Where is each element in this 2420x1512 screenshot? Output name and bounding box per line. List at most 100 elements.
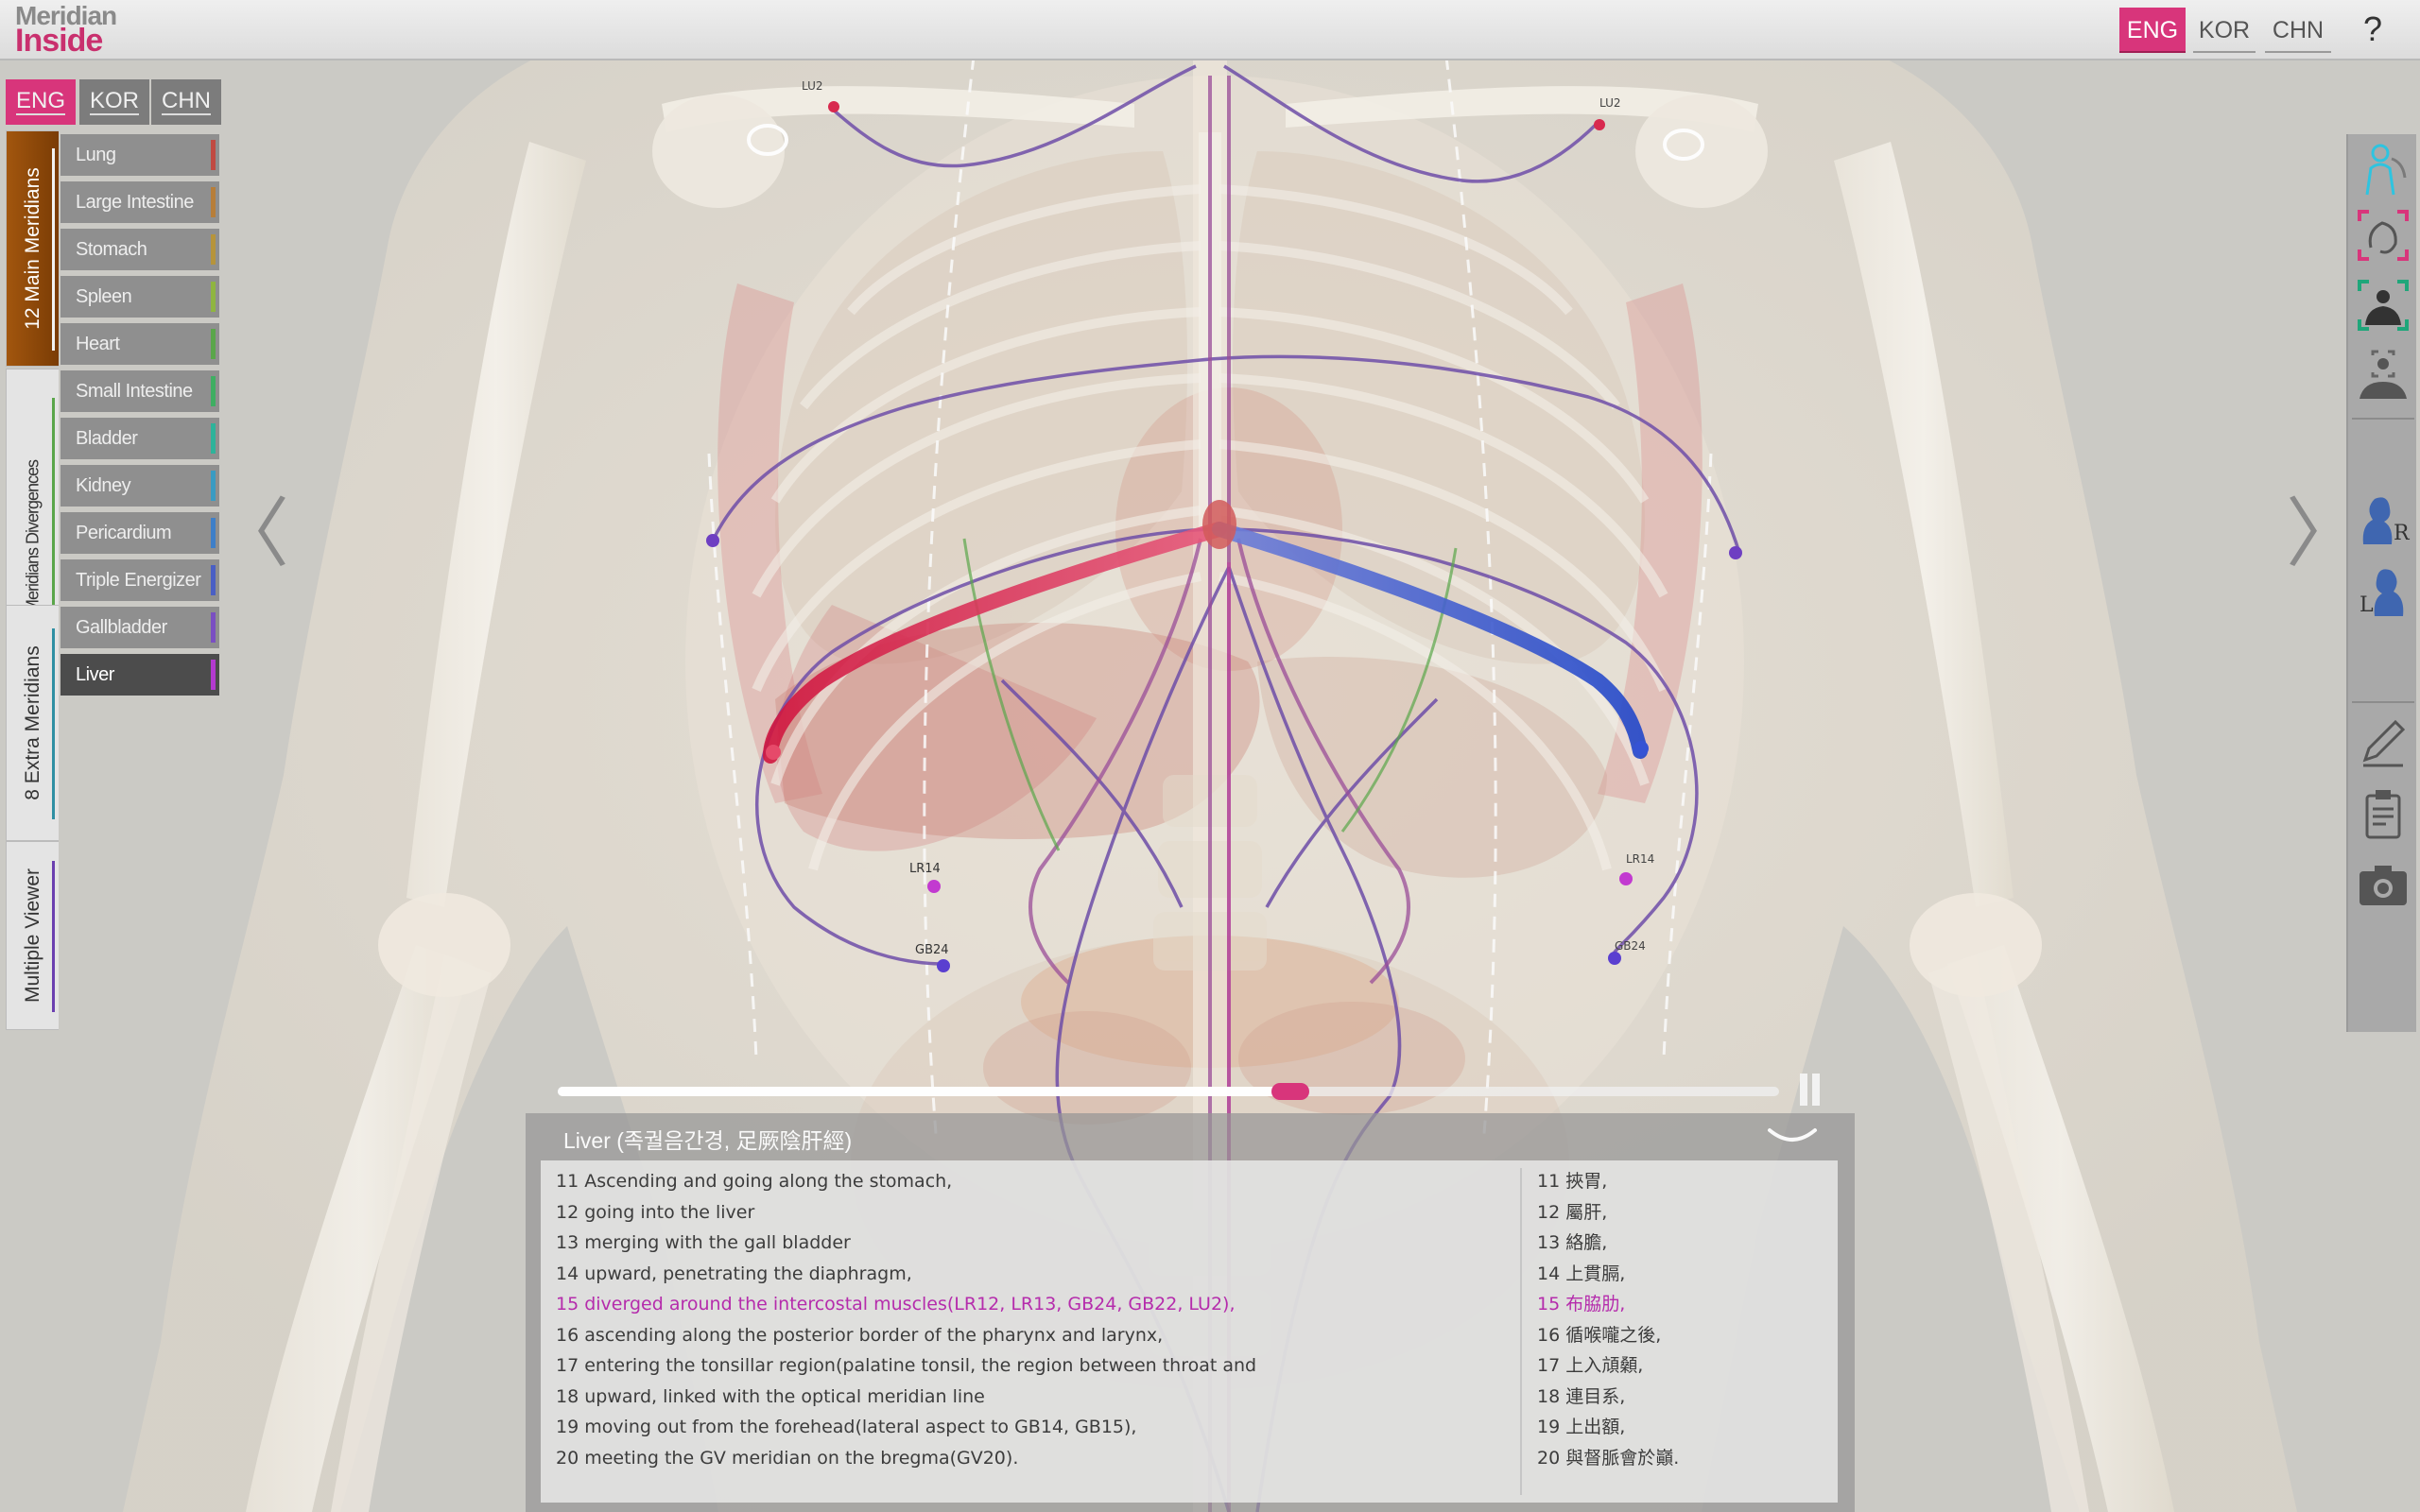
meridian-item-small-intestine[interactable]: Small Intestine	[60, 370, 219, 412]
meridian-item-pericardium[interactable]: Pericardium	[60, 512, 219, 554]
prev-view-chevron[interactable]: 〈	[214, 490, 289, 577]
right-elbow	[1910, 893, 2042, 997]
meridian-item-kidney[interactable]: Kidney	[60, 465, 219, 507]
timeline-progress	[558, 1087, 1291, 1096]
description-line-current: 15 diverged around the intercostal muscl…	[556, 1294, 1236, 1314]
description-line: 19 上出額,	[1537, 1417, 1626, 1437]
left-humerus	[406, 142, 586, 907]
meridian-item-triple-energizer[interactable]: Triple Energizer	[60, 559, 219, 601]
description-line-current: 15 布脇肋,	[1537, 1294, 1626, 1314]
top-lang-eng[interactable]: ENG	[2119, 8, 2186, 53]
meridian-color-swatch	[211, 471, 216, 501]
description-divider	[1520, 1168, 1522, 1495]
logo-line-2: Inside	[15, 23, 103, 59]
left-shoulder-joint	[652, 94, 785, 208]
meridian-color-swatch	[211, 660, 216, 690]
pencil-icon[interactable]	[2354, 713, 2412, 771]
meridian-color-swatch	[211, 234, 216, 265]
liver-channel-left-side	[1212, 522, 1648, 759]
description-line: 14 上貫膈,	[1537, 1263, 1626, 1284]
liver-channel-right-side	[763, 522, 1227, 764]
description-line: 18 連目系,	[1537, 1385, 1626, 1407]
point-label-lu2-right: LU2	[1599, 96, 1621, 110]
meridian-color-swatch	[211, 612, 216, 643]
description-line: 20 meeting the GV meridian on the bregma…	[556, 1447, 1019, 1469]
meridian-item-liver[interactable]: Liver	[60, 654, 219, 696]
meridian-item-heart[interactable]: Heart	[60, 323, 219, 365]
fullbody-focus-icon[interactable]	[2354, 348, 2412, 406]
toolbar-divider	[2352, 701, 2414, 703]
tab-8-extra-meridians[interactable]: 8 Extra Meridians	[6, 605, 59, 841]
liver-organ	[775, 623, 1260, 840]
tab-accent-line	[52, 148, 55, 351]
description-english: 11 Ascending and going along the stomach…	[556, 1166, 1501, 1473]
point-label-lu2-left: LU2	[802, 79, 823, 93]
description-line: 19 moving out from the forehead(lateral …	[556, 1417, 1137, 1437]
right-side-label: R	[2394, 522, 2410, 545]
right-forearm	[1947, 945, 2174, 1512]
top-bar: Meridian Inside ENG KOR CHN ?	[0, 0, 2420, 60]
timeline-scrubber[interactable]	[1271, 1083, 1310, 1100]
description-line: 12 going into the liver	[556, 1201, 755, 1223]
meridian-color-swatch	[211, 329, 216, 359]
pause-button[interactable]	[1800, 1074, 1821, 1106]
description-line: 13 merging with the gall bladder	[556, 1232, 851, 1253]
chevron-down-icon	[1768, 1128, 1817, 1142]
meridian-item-gallbladder[interactable]: Gallbladder	[60, 607, 219, 648]
stomach-organ	[1257, 657, 1607, 878]
description-line: 17 entering the tonsillar region(palatin…	[556, 1355, 1257, 1376]
top-lang-chn[interactable]: CHN	[2265, 8, 2331, 53]
meridian-description-panel: Liver (족궐음간경, 足厥陰肝經) 11 Ascending and go…	[526, 1113, 1855, 1512]
collapse-panel-button[interactable]	[1764, 1125, 1821, 1151]
animation-timeline[interactable]	[558, 1083, 1779, 1100]
meridian-color-swatch	[211, 423, 216, 454]
clipboard-icon[interactable]	[2354, 784, 2412, 843]
description-line: 11 挾胃,	[1537, 1171, 1608, 1192]
body-view-icon[interactable]	[2354, 140, 2412, 198]
acupoint-markers	[706, 101, 1742, 972]
side-lang-chn[interactable]: CHN	[151, 79, 221, 125]
help-button[interactable]: ?	[2363, 9, 2383, 48]
camera-icon[interactable]	[2354, 856, 2412, 915]
app-logo: Meridian Inside	[15, 1, 117, 59]
description-line: 18 upward, linked with the optical merid…	[556, 1385, 985, 1407]
description-line: 16 循喉嚨之後,	[1537, 1324, 1662, 1346]
left-side-view-icon[interactable]: L	[2354, 563, 2412, 622]
top-lang-kor[interactable]: KOR	[2193, 8, 2256, 53]
meridian-item-large-intestine[interactable]: Large Intestine	[60, 181, 219, 223]
meridian-item-stomach[interactable]: Stomach	[60, 229, 219, 270]
right-clavicle	[1286, 86, 1758, 132]
left-forearm	[246, 945, 473, 1512]
side-lang-kor[interactable]: KOR	[79, 79, 149, 125]
logo-line-1: Meridian	[15, 1, 117, 30]
meridian-item-spleen[interactable]: Spleen	[60, 276, 219, 318]
description-text-box[interactable]: 11 Ascending and going along the stomach…	[541, 1160, 1838, 1503]
description-title: Liver (족궐음간경, 足厥陰肝經)	[563, 1128, 853, 1153]
side-lang-eng[interactable]: ENG	[6, 79, 76, 125]
right-toolbar: R L	[2346, 134, 2416, 1032]
tab-multiple-viewer[interactable]: Multiple Viewer	[6, 841, 59, 1030]
tab-accent-line	[52, 398, 55, 698]
right-humerus	[1834, 142, 2014, 907]
face-focus-icon[interactable]	[2354, 206, 2412, 265]
torso-focus-icon[interactable]	[2354, 276, 2412, 335]
meridian-color-swatch	[211, 282, 216, 312]
rib-cage	[752, 184, 1668, 871]
meridian-color-swatch	[211, 376, 216, 406]
description-line: 14 upward, penetrating the diaphragm,	[556, 1263, 912, 1284]
description-chinese: 11 挾胃, 12 屬肝, 13 絡膽, 14 上貫膈, 15 布脇肋, 16 …	[1537, 1166, 1821, 1473]
left-elbow	[378, 893, 510, 997]
right-side-view-icon[interactable]: R	[2354, 491, 2412, 550]
point-label-lr14: LR14	[909, 862, 941, 876]
meridian-item-lung[interactable]: Lung	[60, 134, 219, 176]
tab-accent-line	[52, 861, 55, 1012]
left-clavicle	[662, 86, 1134, 132]
left-side-label: L	[2360, 593, 2374, 617]
point-label-gb24-left: GB24	[915, 943, 949, 957]
description-line: 12 屬肝,	[1537, 1201, 1608, 1223]
meridian-color-swatch	[211, 518, 216, 548]
meridian-item-bladder[interactable]: Bladder	[60, 418, 219, 459]
description-line: 17 上入頏顙,	[1537, 1355, 1644, 1376]
tab-12-main-meridians[interactable]: 12 Main Meridians	[6, 130, 59, 367]
meridian-color-swatch	[211, 140, 216, 170]
